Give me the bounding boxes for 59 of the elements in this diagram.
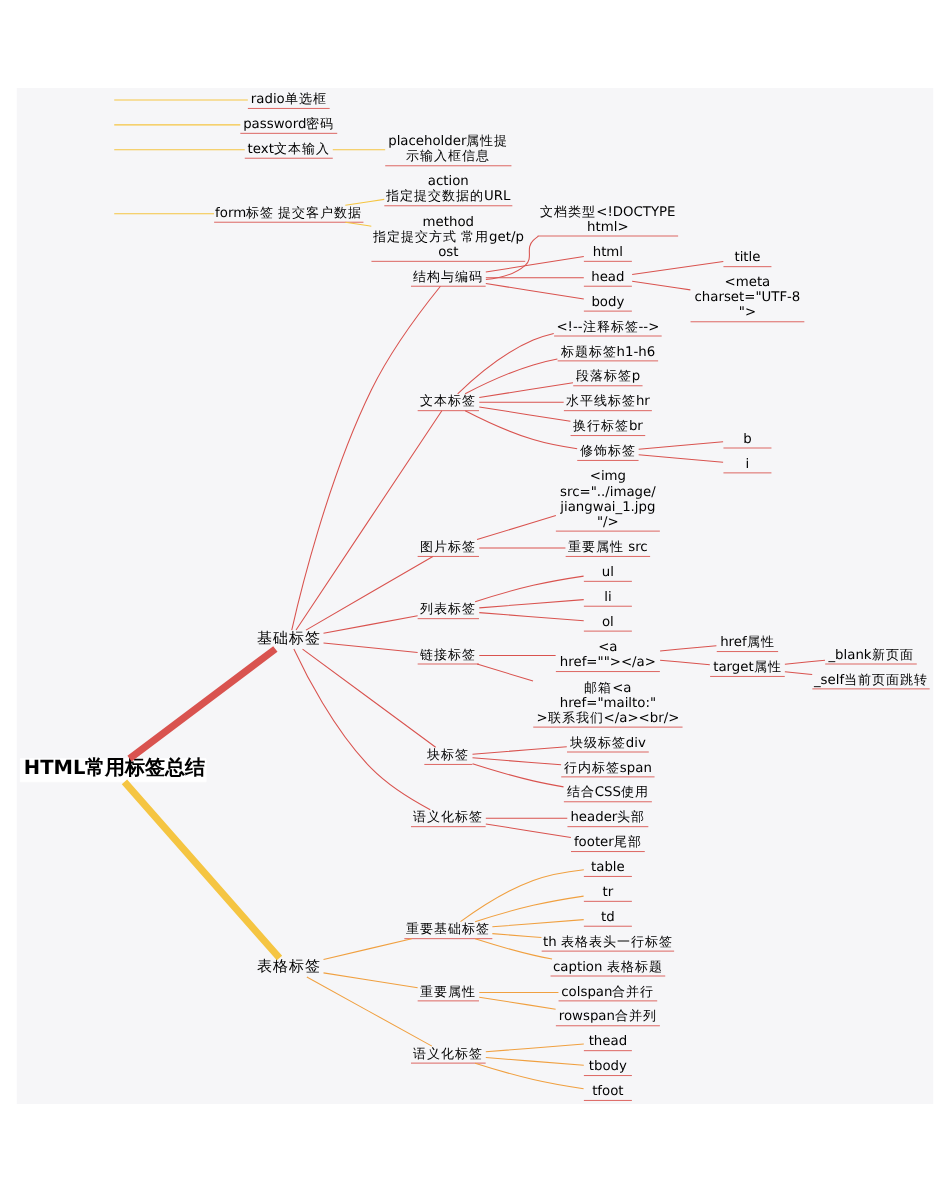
connector bbox=[323, 938, 413, 961]
connector bbox=[478, 612, 585, 622]
connector bbox=[457, 332, 555, 395]
connector bbox=[631, 280, 691, 291]
connector bbox=[113, 124, 241, 126]
connector bbox=[478, 382, 574, 398]
node-box: HTML常用标签总结 bbox=[19, 758, 207, 783]
connector bbox=[464, 358, 558, 395]
connector bbox=[485, 1057, 585, 1066]
connector bbox=[474, 938, 553, 960]
connector bbox=[478, 991, 559, 993]
connector bbox=[113, 213, 215, 215]
connector bbox=[478, 655, 557, 657]
connector bbox=[464, 410, 578, 450]
connector bbox=[478, 401, 565, 403]
connector bbox=[474, 575, 585, 603]
connector bbox=[306, 976, 433, 1047]
connector bbox=[323, 615, 419, 634]
connector bbox=[491, 933, 542, 939]
connector bbox=[478, 406, 571, 422]
connector bbox=[291, 285, 441, 631]
connector bbox=[485, 277, 585, 279]
connector bbox=[474, 895, 585, 923]
connector bbox=[344, 221, 372, 227]
connector bbox=[784, 671, 813, 676]
connector bbox=[113, 149, 246, 151]
connector bbox=[471, 746, 568, 755]
connector bbox=[121, 779, 283, 961]
connector bbox=[323, 972, 419, 989]
connector bbox=[638, 454, 724, 463]
connector bbox=[344, 198, 385, 206]
connector bbox=[474, 1062, 585, 1090]
connector bbox=[659, 645, 717, 652]
connector bbox=[485, 283, 585, 300]
connector bbox=[127, 646, 278, 762]
connector bbox=[476, 663, 534, 682]
connector bbox=[472, 763, 565, 788]
connector bbox=[485, 817, 568, 819]
connector bbox=[293, 648, 431, 811]
connector bbox=[323, 642, 419, 654]
connector bbox=[784, 659, 826, 665]
connector bbox=[659, 659, 711, 666]
connector bbox=[478, 547, 566, 549]
connector bbox=[476, 515, 557, 541]
connector bbox=[485, 823, 572, 838]
connector bbox=[471, 757, 562, 766]
connector bbox=[485, 1043, 585, 1053]
connector bbox=[295, 410, 443, 631]
connector bbox=[332, 149, 386, 151]
connector bbox=[485, 235, 539, 281]
connector bbox=[305, 555, 434, 631]
connector bbox=[478, 599, 585, 609]
connector bbox=[302, 648, 437, 748]
connector bbox=[485, 256, 585, 273]
connector bbox=[631, 261, 724, 275]
connector bbox=[478, 996, 557, 1010]
connector bbox=[638, 441, 724, 450]
connector bbox=[491, 919, 585, 928]
connector bbox=[459, 869, 585, 923]
